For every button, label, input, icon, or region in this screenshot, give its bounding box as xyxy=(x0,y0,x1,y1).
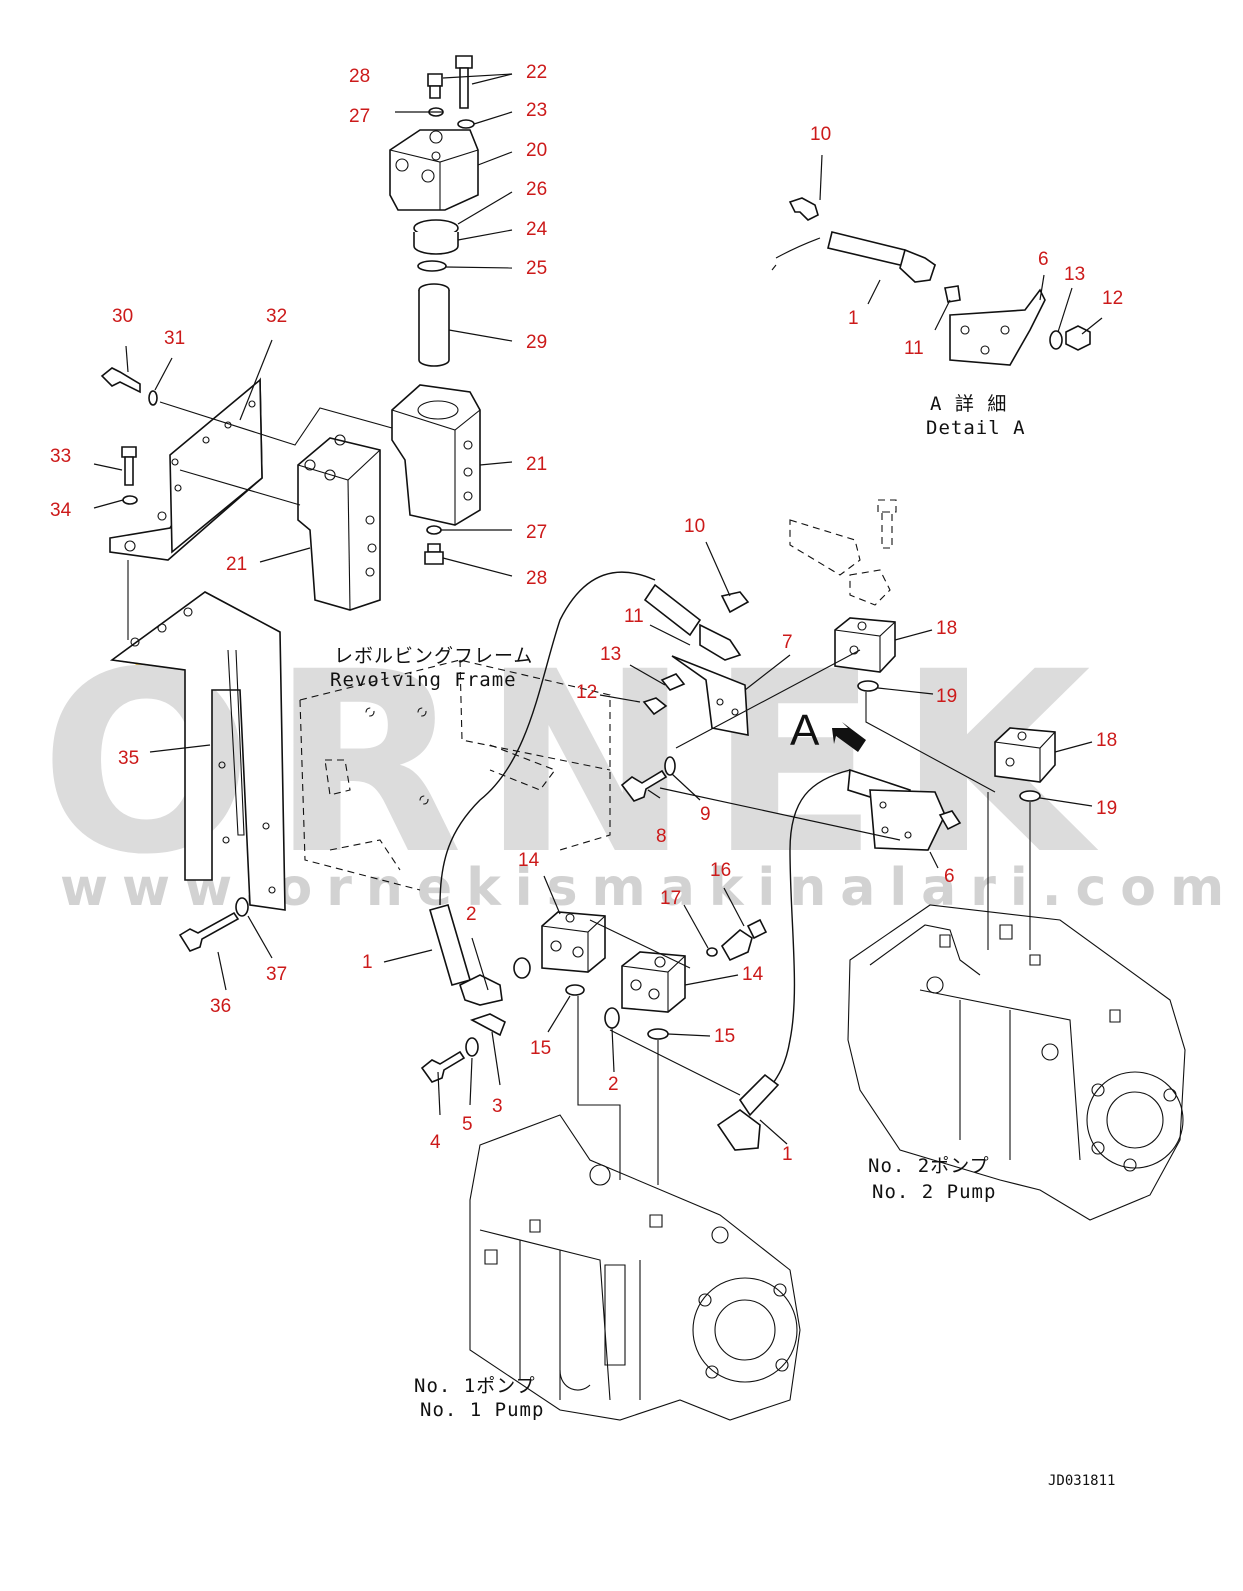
callout: 27 xyxy=(526,522,547,543)
pump1-caption-en: No. 1 Pump xyxy=(420,1399,544,1421)
callout: 28 xyxy=(349,66,370,87)
callout: 32 xyxy=(266,306,287,327)
frame-caption-jp: レボルビングフレーム xyxy=(334,645,533,667)
callout: 2 xyxy=(608,1074,619,1095)
callout: 28 xyxy=(526,568,547,589)
pump2-caption-jp: No. 2ポンプ xyxy=(868,1155,990,1177)
callout: 13 xyxy=(1064,264,1085,285)
detail-a-caption-en: Detail A xyxy=(926,417,1026,439)
callout: 26 xyxy=(526,179,547,200)
callout: 2 xyxy=(466,904,477,925)
callout: 1 xyxy=(848,308,859,329)
callout: 22 xyxy=(526,62,547,83)
callout: 36 xyxy=(210,996,231,1017)
drawing-code: JD031811 xyxy=(1048,1473,1115,1489)
callout: 3 xyxy=(492,1096,503,1117)
callout: 18 xyxy=(936,618,957,639)
view-a-arrow-icon xyxy=(832,722,866,752)
callout: 6 xyxy=(1038,249,1049,270)
callout: 19 xyxy=(1096,798,1117,819)
callout: 9 xyxy=(700,804,711,825)
detail-a-caption-jp: A 詳 細 xyxy=(930,393,1007,415)
callout: 12 xyxy=(1102,288,1123,309)
callout: 30 xyxy=(112,306,133,327)
callout: 7 xyxy=(782,632,793,653)
callout: 5 xyxy=(462,1114,473,1135)
callout: 1 xyxy=(782,1144,793,1165)
ghost-hose xyxy=(789,499,897,606)
callout: 34 xyxy=(50,500,72,521)
manifold-blocks xyxy=(541,617,1093,1185)
callout: 21 xyxy=(226,554,247,575)
callout: 15 xyxy=(714,1026,735,1047)
callout: 17 xyxy=(660,888,681,909)
hose-lines xyxy=(383,541,962,1151)
callout: 24 xyxy=(526,219,548,240)
callout: 12 xyxy=(576,682,597,703)
callout: 35 xyxy=(118,748,139,769)
callout: 11 xyxy=(904,338,924,359)
callout: 31 xyxy=(164,328,185,349)
callout: 37 xyxy=(266,964,287,985)
callout: 10 xyxy=(684,516,705,537)
callout: 20 xyxy=(526,140,547,161)
callout: 25 xyxy=(526,258,547,279)
view-arrow: A xyxy=(790,706,866,755)
callout: 21 xyxy=(526,454,547,475)
callout: 19 xyxy=(936,686,957,707)
support-bracket xyxy=(109,591,286,991)
callouts: 28 22 27 23 20 26 24 25 29 30 31 32 33 3… xyxy=(50,62,1123,1165)
callout: 18 xyxy=(1096,730,1117,751)
pump-1 xyxy=(469,1114,801,1421)
pump-2 xyxy=(847,904,1186,1221)
captions: A 詳 細 Detail A レボルビングフレーム Revolving Fram… xyxy=(330,393,1115,1489)
view-a-label: A xyxy=(790,706,820,755)
callout: 10 xyxy=(810,124,831,145)
valve-bracket-assembly xyxy=(93,339,513,640)
callout: 14 xyxy=(742,964,764,985)
revolving-frame xyxy=(299,659,611,891)
callout: 23 xyxy=(526,100,547,121)
pump2-caption-en: No. 2 Pump xyxy=(872,1181,996,1203)
callout: 4 xyxy=(430,1132,441,1153)
callout: 13 xyxy=(600,644,621,665)
callout: 14 xyxy=(518,850,540,871)
callout: 8 xyxy=(656,826,667,847)
callout: 29 xyxy=(526,332,547,353)
callout: 6 xyxy=(944,866,955,887)
callout: 16 xyxy=(710,860,731,881)
frame-caption-en: Revolving Frame xyxy=(330,669,517,691)
callout: 27 xyxy=(349,106,370,127)
callout: 11 xyxy=(624,606,644,627)
top-valve-assembly xyxy=(389,55,513,367)
callout: 1 xyxy=(362,952,373,973)
pump1-caption-jp: No. 1ポンプ xyxy=(414,1375,536,1397)
callout: 15 xyxy=(530,1038,551,1059)
callout: 33 xyxy=(50,446,71,467)
detail-a-assembly xyxy=(771,154,1103,366)
